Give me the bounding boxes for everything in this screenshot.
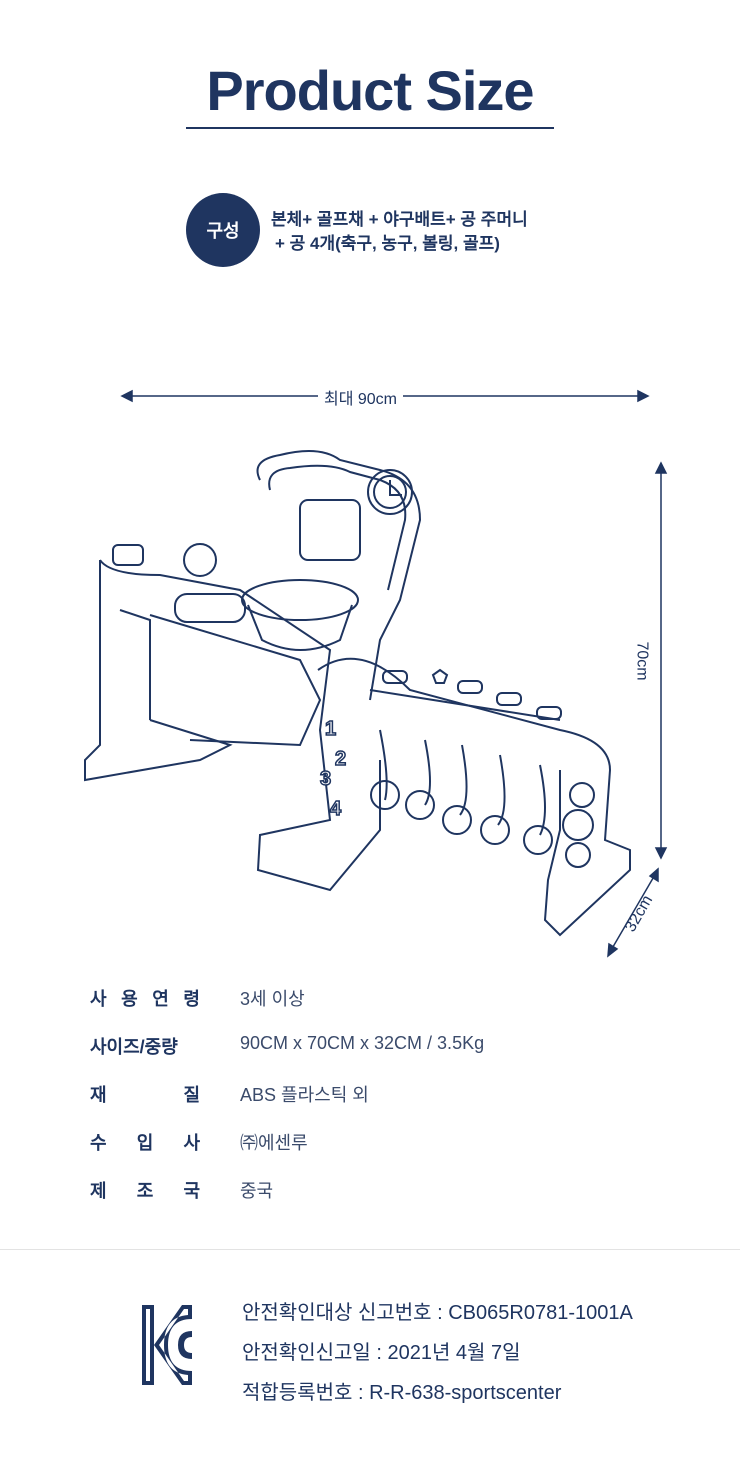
section-divider — [0, 1249, 740, 1250]
svg-text:4: 4 — [330, 798, 342, 820]
height-label: 70cm — [628, 639, 655, 683]
bowling-pins — [370, 729, 553, 855]
cert-line-report-date: 안전확인신고일 : 2021년 4월 7일 — [242, 1342, 521, 1364]
cert-line-report-number: 안전확인대상 신고번호 : CB065R0781-1001A — [242, 1302, 633, 1324]
depth-arrow — [607, 867, 659, 958]
composition-text: 본체+ 골프채 + 야구배트+ 공 주머니 + 공 4개(축구, 농구, 볼링,… — [271, 208, 528, 256]
width-label: 최대 90cm — [318, 385, 404, 409]
spec-label: 사이즈/중량 — [90, 1037, 178, 1057]
height-arrow — [654, 461, 668, 860]
toy-outline — [84, 450, 631, 937]
svg-text:3: 3 — [320, 768, 331, 790]
composition-badge: 구성 — [186, 193, 260, 267]
title-underline — [186, 127, 554, 129]
svg-text:1: 1 — [325, 718, 336, 740]
spec-value: ㈜에센루 — [240, 1133, 308, 1153]
cert-line-registration-number: 적합등록번호 : R-R-638-sportscenter — [242, 1382, 562, 1404]
page-title: Product Size — [206, 59, 534, 122]
spec-value: 3세 이상 — [240, 989, 305, 1009]
certification-info: 안전확인대상 신고번호 : CB065R0781-1001A 안전확인신고일 :… — [242, 1293, 633, 1413]
product-illustration: 1 2 3 4 — [84, 389, 668, 958]
spec-value: 90CM x 70CM x 32CM / 3.5Kg — [240, 1033, 485, 1053]
composition-line-1: 본체+ 골프채 + 야구배트+ 공 주머니 — [271, 210, 528, 229]
spec-row-size-weight: 사이즈/중량 90CM x 70CM x 32CM / 3.5Kg — [90, 1033, 484, 1081]
svg-text:2: 2 — [335, 748, 346, 770]
spec-value: ABS 플라스틱 외 — [240, 1085, 369, 1105]
kc-mark-icon — [142, 1305, 192, 1385]
spec-value: 중국 — [240, 1181, 274, 1201]
composition-line-2: + 공 4개(축구, 농구, 볼링, 골프) — [275, 234, 500, 253]
number-decals: 1 2 3 4 — [319, 717, 347, 821]
